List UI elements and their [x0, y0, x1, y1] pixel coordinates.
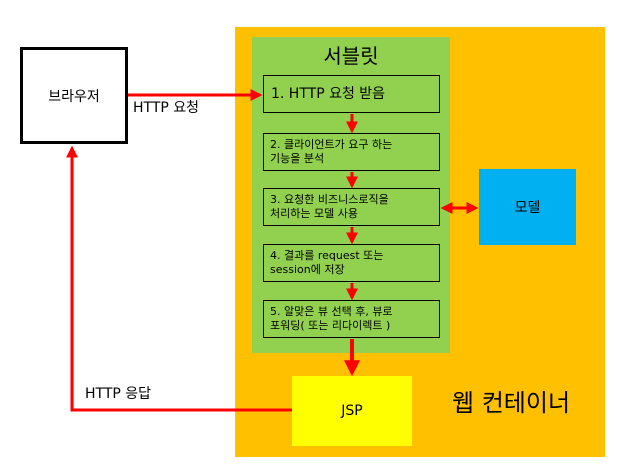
step-3-line-2: 처리하는 모델 사용 [270, 207, 358, 220]
step-1-text: 1. HTTP 요청 받음 [271, 86, 386, 102]
step-2-line-1: 2. 클라이언트가 요구 하는 [270, 138, 393, 151]
step-5-line-2: 포워딩( 또는 리다이렉트 ) [270, 319, 391, 332]
step-2-line-2: 기능을 분석 [270, 152, 325, 165]
step-4-store-result: 4. 결과를 request 또는 session에 저장 [263, 244, 440, 282]
step-5-select-view: 5. 알맞은 뷰 선택 후, 뷰로 포워딩( 또는 리다이렉트 ) [263, 300, 440, 338]
step-3-use-model: 3. 요청한 비즈니스로직을 처리하는 모델 사용 [263, 188, 440, 226]
step-2-analyze: 2. 클라이언트가 요구 하는 기능을 분석 [263, 133, 440, 171]
step-3-line-1: 3. 요청한 비즈니스로직을 [270, 193, 389, 206]
arrow-jsp-to-browser [66, 145, 292, 412]
jsp-box: JSP [292, 376, 412, 446]
browser-box: 브라우저 [20, 47, 128, 144]
jsp-label: JSP [341, 403, 363, 419]
step-4-line-1: 4. 결과를 request 또는 [270, 249, 384, 262]
http-response-label: HTTP 응답 [85, 386, 152, 402]
step-5-line-1: 5. 알맞은 뷰 선택 후, 뷰로 [270, 305, 393, 318]
step-1-receive-request: 1. HTTP 요청 받음 [263, 75, 440, 113]
web-container-label: 웹 컨테이너 [452, 389, 571, 417]
step-4-line-2: session에 저장 [270, 263, 345, 276]
servlet-title: 서블릿 [323, 44, 379, 68]
model-label: 모델 [514, 200, 541, 216]
http-request-label: HTTP 요청 [133, 100, 200, 116]
browser-label: 브라우저 [48, 88, 100, 105]
model-box: 모델 [479, 169, 576, 245]
